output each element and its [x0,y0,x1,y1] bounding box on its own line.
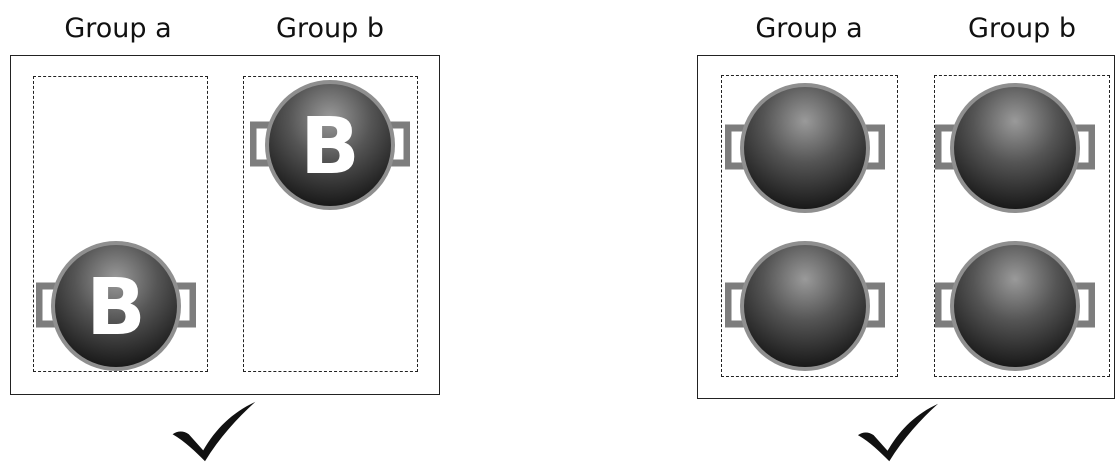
right-group-a-label: Group a [755,13,863,44]
pot-with-letter-b: B [36,238,196,374]
left-panel: Group a Group b B B [0,0,450,463]
pot-icon [725,238,885,374]
pot-icon [935,238,1095,374]
left-group-a-label: Group a [64,13,172,44]
right-panel: Group a Group b [685,0,1119,463]
pot-icon [935,80,1095,216]
pot-icon: B [250,77,410,213]
pot-icon: B [36,238,196,374]
right-group-a-box [721,75,898,377]
right-group-b-label: Group b [968,13,1076,44]
pot-icon [725,80,885,216]
pot-letter: B [86,263,145,353]
pot-with-letter-b: B [250,77,410,213]
left-group-a-box [33,76,208,372]
right-group-b-box [934,75,1110,377]
pot-letter: B [300,102,359,192]
checkmark-icon [853,402,943,463]
checkmark-icon [168,400,260,463]
left-group-b-label: Group b [276,13,384,44]
left-group-b-box [243,76,418,372]
